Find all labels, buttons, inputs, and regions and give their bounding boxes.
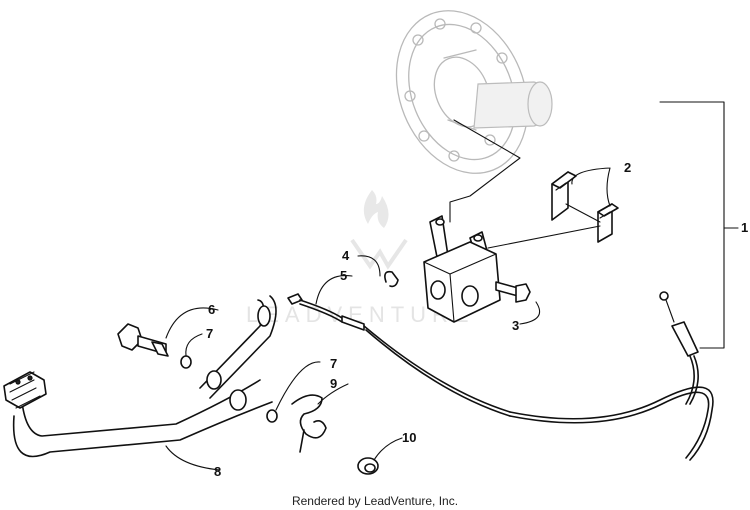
brake-disc-ghost [395, 10, 553, 174]
callout-5: 5 [340, 268, 347, 283]
callout-9: 9 [330, 376, 337, 391]
brake-cable [287, 291, 714, 461]
return-spring [291, 394, 327, 453]
callout-1: 1 [741, 220, 748, 235]
callout-10: 10 [402, 430, 416, 445]
bushing [357, 457, 379, 475]
callout-7-lower: 7 [330, 356, 337, 371]
callout-7-upper: 7 [206, 326, 213, 341]
footer-credit: Rendered by LeadVenture, Inc. [291, 494, 459, 508]
pivot-bolt [117, 323, 169, 357]
disc-to-caliper-leader [449, 119, 521, 223]
callout-3: 3 [512, 318, 519, 333]
callout-6: 6 [208, 302, 215, 317]
brake-caliper [423, 215, 531, 323]
o-ring-upper [180, 355, 192, 369]
o-ring-lower [266, 409, 278, 423]
clip [384, 270, 399, 288]
callout-8: 8 [214, 464, 221, 479]
brake-pedal [3, 295, 277, 458]
callout-leaders [165, 101, 739, 471]
callout-2: 2 [624, 160, 631, 175]
brake-pads [487, 171, 619, 249]
callout-4: 4 [342, 248, 350, 263]
